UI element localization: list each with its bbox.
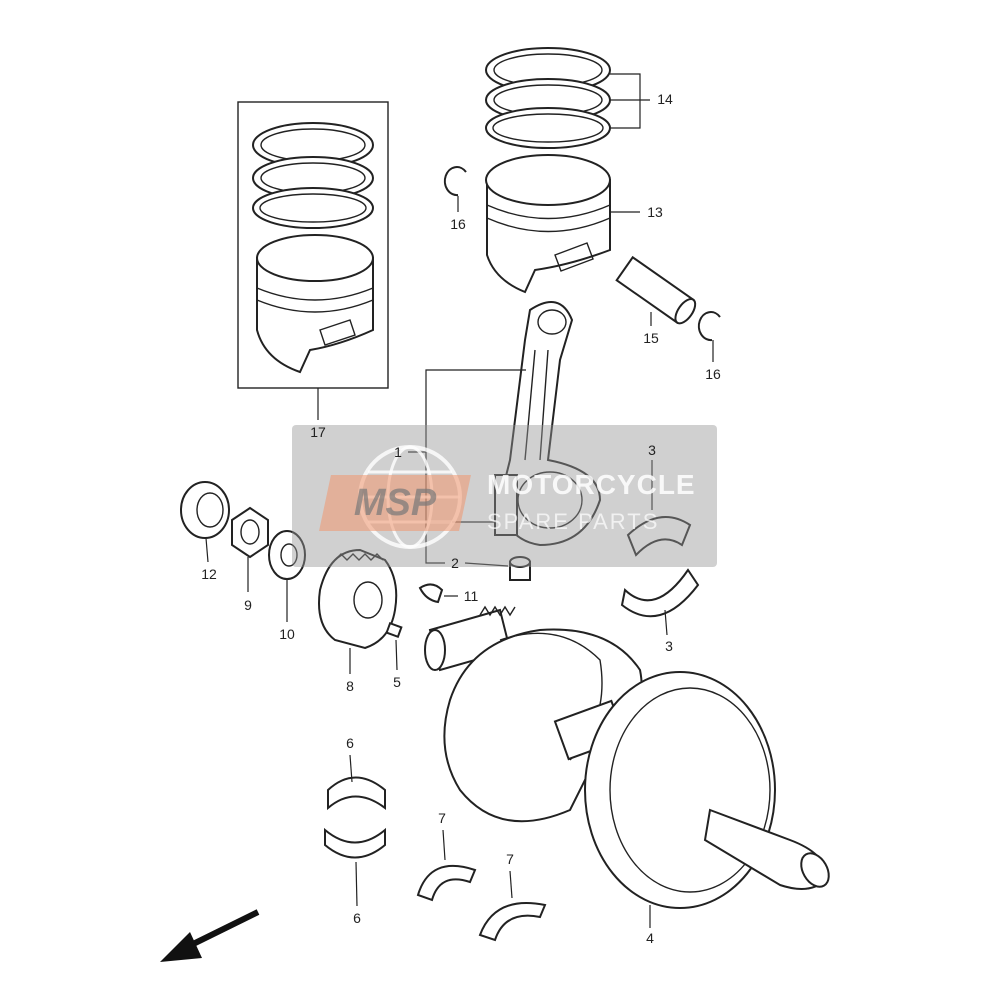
callout-6a: 6 (346, 735, 354, 751)
callout-3b: 3 (665, 638, 673, 654)
piston-13 (485, 154, 611, 294)
callout-9: 9 (244, 597, 252, 613)
callout-11: 11 (463, 588, 479, 604)
thrust-washer-7a (416, 865, 477, 902)
circlip-16a (443, 166, 467, 197)
washer-10 (268, 530, 306, 580)
callout-10: 10 (279, 626, 295, 642)
callout-17: 17 (310, 424, 326, 440)
watermark-logo-text: MSP (353, 482, 437, 524)
callout-2: 2 (451, 555, 459, 571)
watermark-logo: MSP (319, 475, 471, 531)
key-11 (418, 583, 444, 604)
callout-13: 13 (647, 204, 663, 220)
callout-6b: 6 (353, 910, 361, 926)
primary-gear-8 (318, 548, 398, 650)
watermark-line2: SPARE PARTS (487, 509, 660, 534)
callout-1: 1 (394, 444, 402, 460)
piston-pin-15 (615, 255, 697, 325)
piston-set-17 (237, 101, 389, 389)
callout-7a: 7 (438, 810, 446, 826)
callout-8: 8 (346, 678, 354, 694)
watermark-line1: MOTORCYCLE (487, 469, 696, 500)
thrust-washer-7b (478, 902, 547, 942)
callout-7b: 7 (506, 851, 514, 867)
pin-5 (385, 621, 403, 639)
callout-5: 5 (393, 674, 401, 690)
nut-2 (509, 556, 531, 581)
callout-3a: 3 (648, 442, 656, 458)
callout-4: 4 (646, 930, 654, 946)
nut-9 (231, 506, 269, 559)
callout-12: 12 (201, 566, 217, 582)
circlip-16b (697, 311, 721, 342)
bearing-6b (324, 827, 386, 859)
arrow-down-left-icon (160, 909, 260, 962)
connecting-rod-1 (494, 301, 602, 547)
oil-seal-12 (180, 481, 230, 539)
watermark: MSP MOTORCYCLE SPARE PARTS (292, 425, 717, 567)
bearing-6a (327, 776, 386, 811)
callout-16b: 16 (705, 366, 721, 382)
bearing-3a (626, 516, 692, 557)
crankshaft-4 (424, 605, 830, 909)
piston-rings-14 (485, 47, 611, 149)
callout-15: 15 (643, 330, 659, 346)
callout-16a: 16 (450, 216, 466, 232)
callout-14: 14 (657, 91, 673, 107)
bearing-3b (620, 568, 700, 618)
